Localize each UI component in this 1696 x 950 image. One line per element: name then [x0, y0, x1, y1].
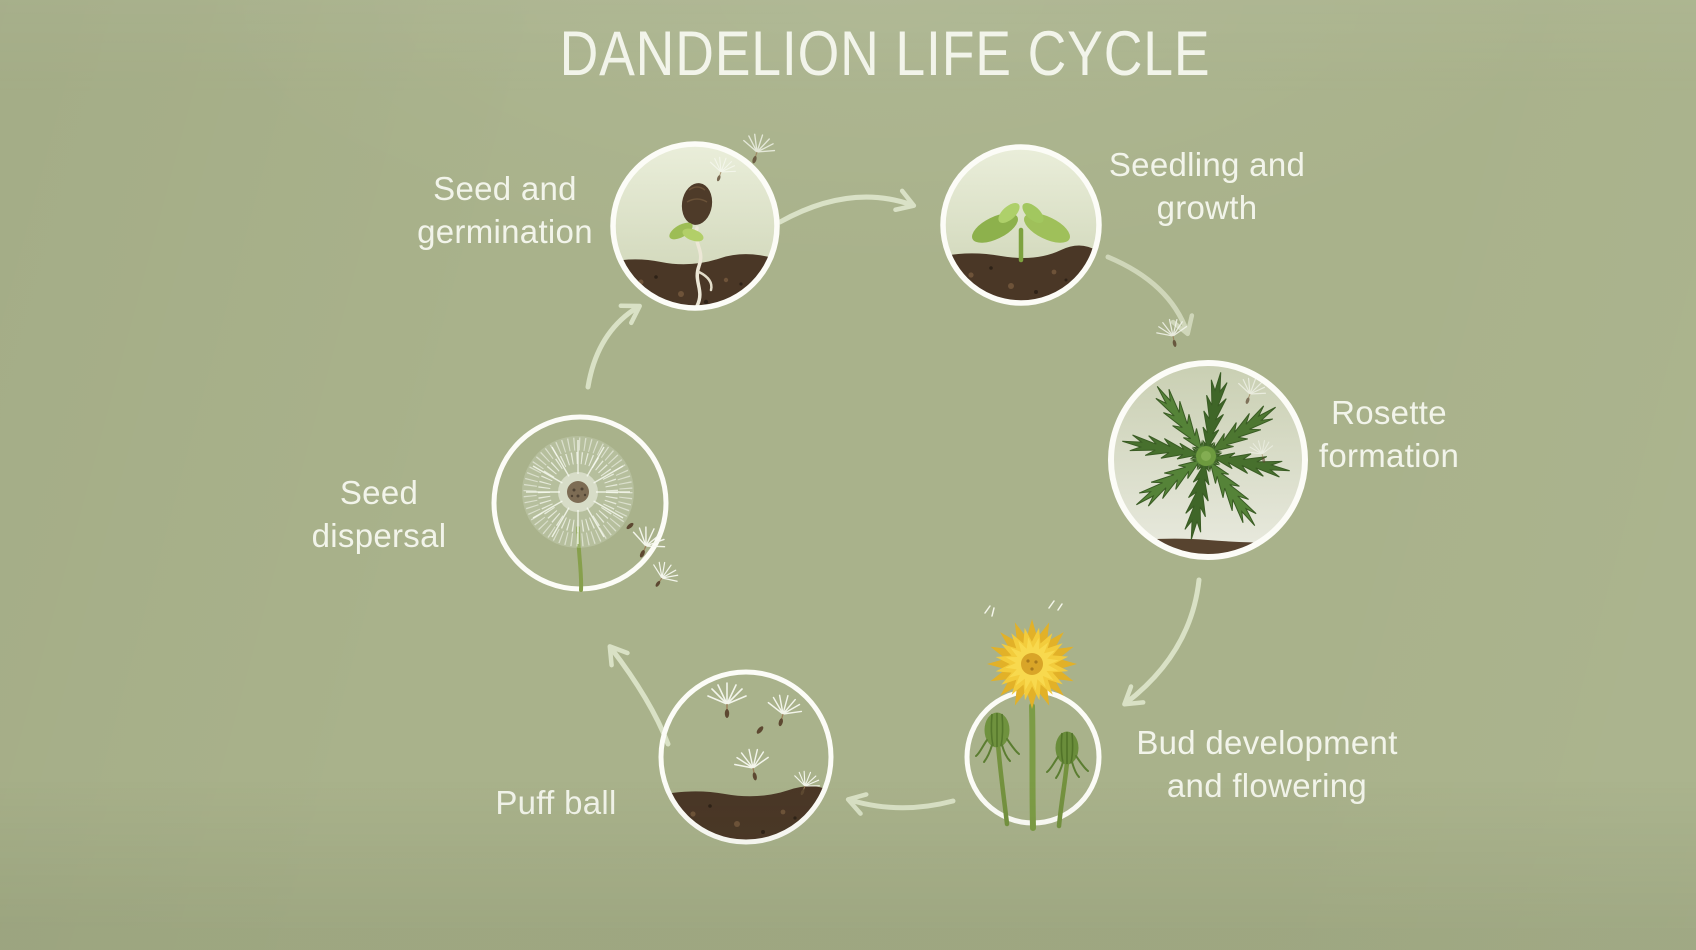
stage-label-line: Bud development — [1136, 724, 1398, 761]
stage-label-line: growth — [1156, 189, 1258, 226]
stage-label-bud-development-and-flowering: Bud development and flowering — [1077, 721, 1457, 807]
flower-bud-icon — [1046, 731, 1089, 829]
germinating-seed-icon — [610, 141, 780, 311]
dandelion-flower-and-buds-icon — [964, 600, 1102, 831]
stage-label-seedling-and-growth: Seedling and growth — [1067, 143, 1347, 229]
dandelion-flower-icon — [987, 619, 1077, 709]
flower-bud-icon — [975, 712, 1020, 827]
stage-label-seed-and-germination: Seed and germination — [365, 167, 645, 253]
falling-seeds-icon — [658, 669, 834, 845]
arrow-bud-to-puffball — [845, 792, 956, 816]
stage-label-rosette-formation: Rosette formation — [1249, 391, 1529, 477]
stage-label-line: Seed and — [433, 170, 577, 207]
stage-label-line: Rosette — [1331, 394, 1447, 431]
stage-label-puff-ball: Puff ball — [436, 781, 676, 824]
stage-label-line: Seedling and — [1108, 146, 1306, 183]
stage-label-line: and flowering — [1166, 767, 1368, 804]
arrow-dispersal-to-germination — [585, 303, 642, 390]
stage-label-line: Puff ball — [495, 784, 617, 821]
stage-label-line: dispersal — [311, 517, 447, 554]
stage-label-line: Seed — [339, 474, 419, 511]
arrow-rosette-to-bud — [1122, 577, 1202, 707]
dandelion-seed-head-icon — [491, 414, 682, 596]
stage-label-seed-dispersal: Seed dispersal — [259, 471, 499, 557]
stage-label-line: formation — [1318, 437, 1460, 474]
seed-head-fluff — [522, 436, 634, 548]
seedling-icon — [940, 144, 1102, 306]
leaf-rosette-icon — [1108, 360, 1308, 560]
arrow-seedling-to-rosette — [1105, 254, 1195, 337]
page-title: DANDELION LIFE CYCLE — [559, 19, 1211, 89]
arrow-germination-to-seedling — [777, 188, 917, 225]
stage-label-line: germination — [417, 213, 593, 250]
